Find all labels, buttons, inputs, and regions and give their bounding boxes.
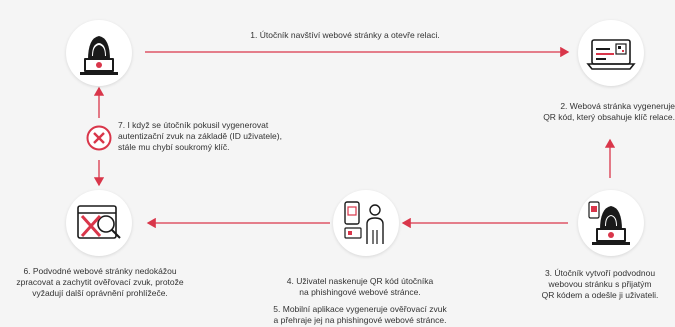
step6-line-2: zpracovat a zachytit ověřovací zvuk, pro… — [16, 277, 184, 287]
step7-line-2: autentizační zvuk na základě (ID uživate… — [118, 131, 282, 141]
step2-label: 2. Webová stránka vygeneruje QR kód, kte… — [530, 101, 675, 123]
step2-line-1: 2. Webová stránka vygeneruje — [560, 101, 675, 111]
node-user — [333, 190, 399, 256]
step6-line-1: 6. Podvodné webové stránky nedokážou — [23, 266, 177, 276]
step6-line-3: vyžadují další oprávnění prohlížeče. — [32, 288, 168, 298]
blocked-browser-icon — [77, 205, 121, 239]
node-website — [578, 20, 644, 86]
step4-line-2: na phishingové webové stránce. — [299, 287, 421, 297]
step7-line-1: 7. I když se útočník pokusil vygenerovat — [118, 120, 269, 130]
node-attacker-qr — [578, 190, 644, 256]
laptop-qr-icon — [586, 39, 636, 70]
step4-line-1: 4. Uživatel naskenuje QR kód útočníka — [286, 276, 434, 286]
step5-line-2: a přehraje jej na phishingové webové str… — [273, 315, 447, 325]
step3-line-2: webovou stránku s přijatým — [548, 279, 652, 289]
node-phishing-site — [66, 190, 132, 256]
hacker-qr-icon — [588, 201, 630, 245]
step3-line-1: 3. Útočník vytvoří podvodnou — [544, 268, 656, 278]
user-phone-icon — [344, 201, 384, 244]
step7-line-3: stále mu chybí soukromý klíč. — [118, 142, 230, 152]
step2-line-2: QR kód, který obsahuje klíč relace. — [543, 112, 675, 122]
step6-label: 6. Podvodné webové stránky nedokážou zpr… — [0, 266, 200, 299]
step1-line: 1. Útočník navštíví webové stránky a ote… — [250, 30, 440, 40]
step7-label: 7. I když se útočník pokusil vygenerovat… — [118, 120, 318, 153]
step3-line-3: QR kódem a odešle ji uživateli. — [541, 290, 659, 300]
step1-label: 1. Útočník navštíví webové stránky a ote… — [200, 30, 490, 41]
step5-label: 5. Mobilní aplikace vygeneruje ověřovací… — [245, 304, 475, 326]
step5-line-1: 5. Mobilní aplikace vygeneruje ověřovací… — [273, 304, 447, 314]
node-attacker — [66, 20, 132, 86]
step3-label: 3. Útočník vytvoří podvodnou webovou str… — [525, 268, 675, 301]
cross-icon — [86, 125, 112, 151]
hacker-icon — [80, 36, 118, 75]
cross-mark — [86, 125, 112, 151]
step4-label: 4. Uživatel naskenuje QR kód útočníka na… — [255, 276, 465, 298]
